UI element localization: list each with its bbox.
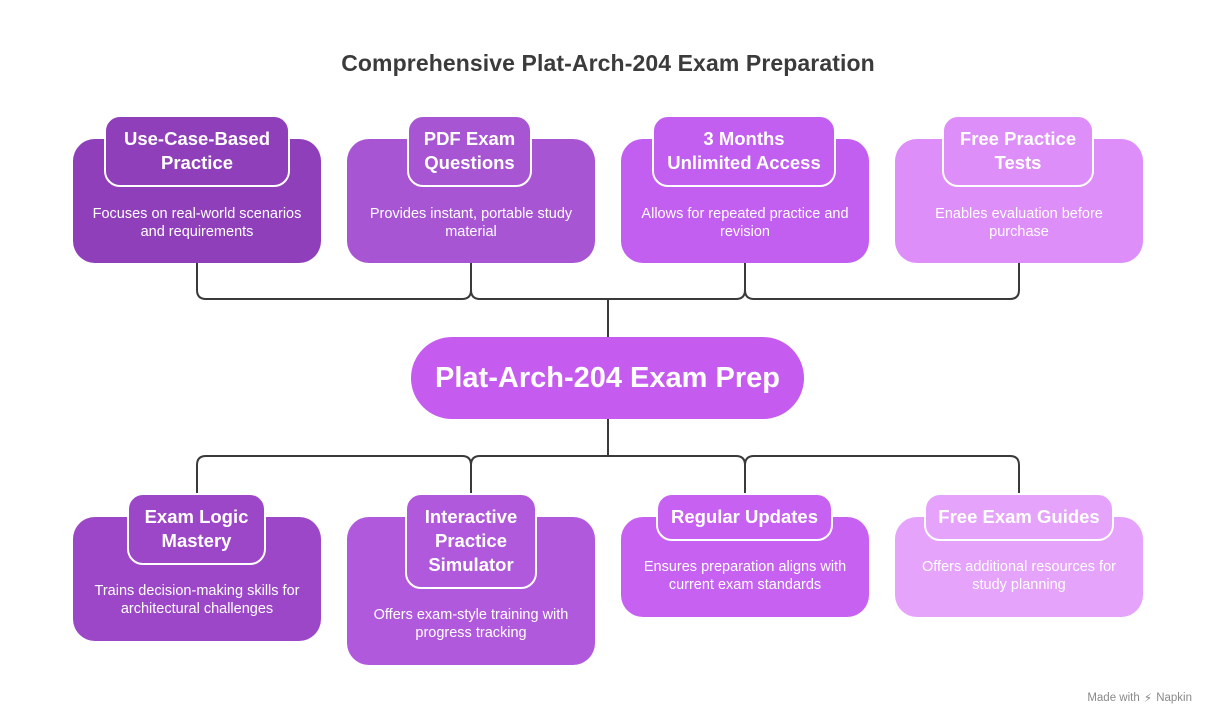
card-description: Offers additional resources for study pl…: [922, 559, 1116, 593]
card-tag-pdf-exam-questions: PDF Exam Questions: [407, 115, 532, 187]
card-tag-use-case-practice: Use-Case-Based Practice: [104, 115, 290, 187]
connector-top-2: [470, 262, 746, 300]
napkin-brand: Napkin: [1156, 692, 1192, 704]
card-tag-free-practice-tests: Free Practice Tests: [942, 115, 1094, 187]
made-with-label: Made with: [1087, 692, 1140, 704]
card-description: Focuses on real-world scenarios and requ…: [92, 206, 302, 240]
card-description: Ensures preparation aligns with current …: [643, 559, 847, 593]
card-tag-regular-updates: Regular Updates: [656, 493, 833, 541]
card-description: Offers exam-style training with progress…: [373, 607, 569, 641]
card-tag-unlimited-access: 3 Months Unlimited Access: [652, 115, 836, 187]
card-tag-interactive-simulator: Interactive Practice Simulator: [405, 493, 537, 589]
diagram-title: Comprehensive Plat-Arch-204 Exam Prepara…: [341, 50, 875, 76]
napkin-bolt-icon: ⚡: [1143, 691, 1153, 705]
card-tag-exam-logic-mastery: Exam Logic Mastery: [127, 493, 266, 565]
card-pdf-exam-questions: Provides instant, portable study materia…: [347, 139, 595, 263]
card-description: Trains decision-making skills for archit…: [94, 583, 300, 617]
hub-node: Plat-Arch-204 Exam Prep: [411, 337, 804, 419]
card-tag-free-exam-guides: Free Exam Guides: [924, 493, 1114, 541]
card-description: Allows for repeated practice and revisio…: [641, 206, 849, 240]
made-with-napkin: Made with ⚡ Napkin: [1087, 691, 1192, 705]
card-description: Provides instant, portable study materia…: [369, 206, 573, 240]
card-description: Enables evaluation before purchase: [935, 206, 1103, 240]
connector-bottom-3: [744, 455, 1020, 518]
connector-top-3: [744, 262, 1020, 300]
connector-top-1: [196, 262, 472, 300]
